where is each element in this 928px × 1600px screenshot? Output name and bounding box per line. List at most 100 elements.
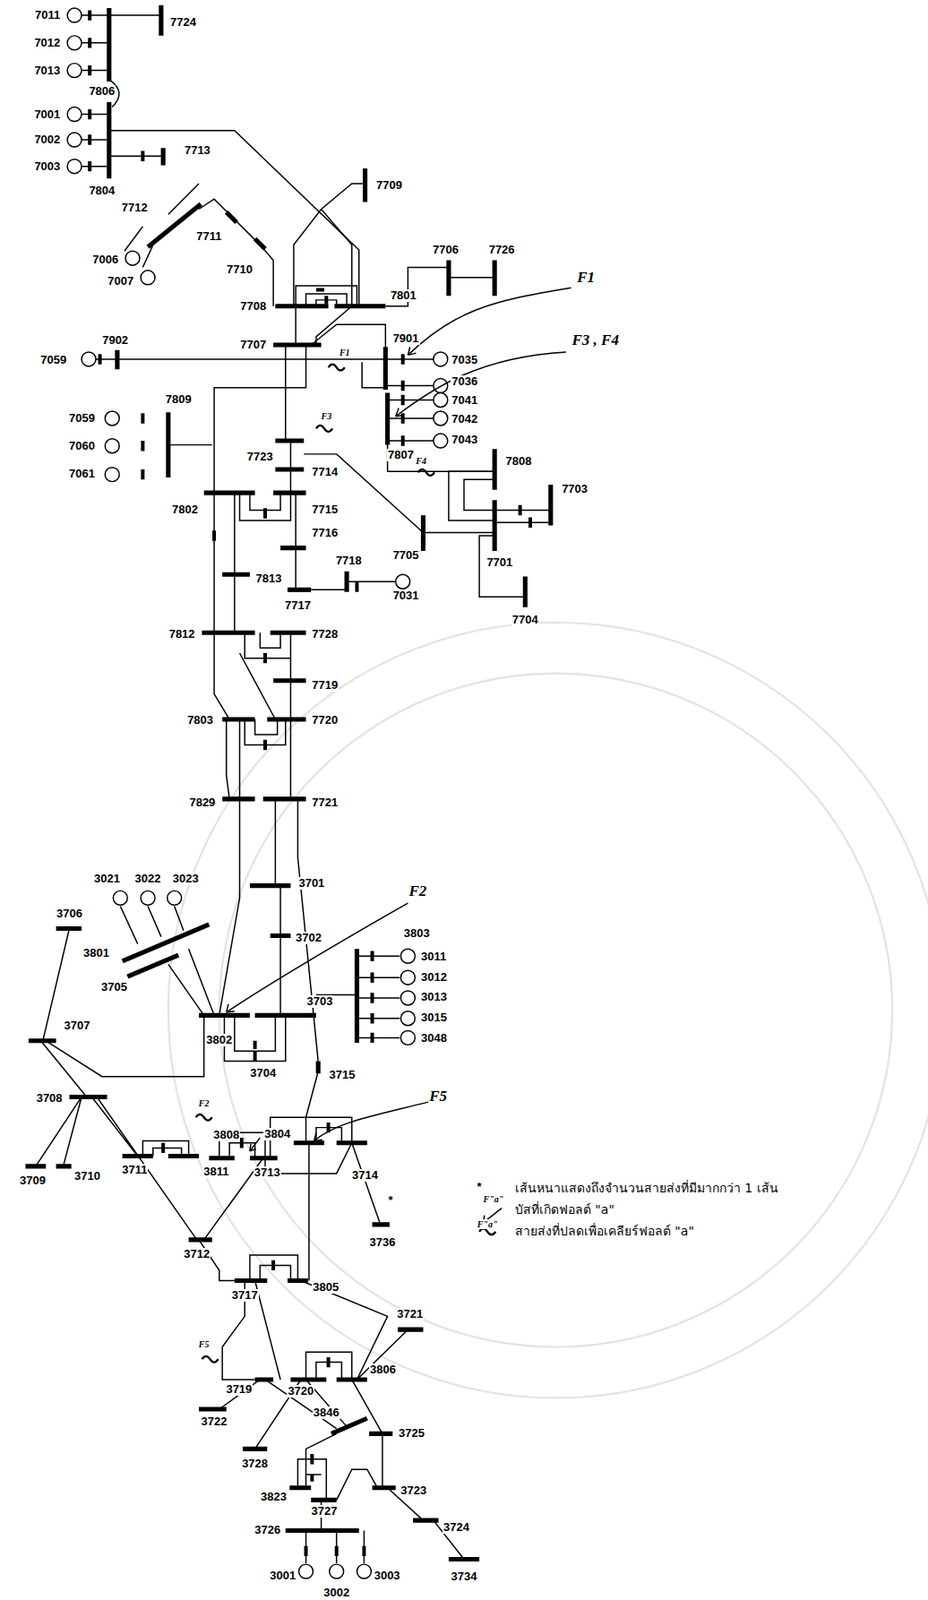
fault-label: F"a" [476,1219,499,1229]
bus-number: 3803 [403,927,431,940]
bus-number: 7043 [450,433,479,447]
bus-number: 3708 [35,1091,64,1105]
bus-number: 7714 [310,465,339,479]
transmission-lines [35,15,551,1564]
fault-label: F3 , F4 [571,332,620,349]
bus-number: 3701 [297,876,326,890]
bus-number: 7808 [505,455,533,468]
fault-label: F5 [197,1339,211,1350]
bus-number: 3720 [286,1384,315,1398]
fault-label: F1 [575,269,596,286]
bus-number: 3714 [351,1168,379,1182]
bus-number: 3706 [55,907,84,920]
bus-number: 7813 [255,572,284,585]
bus-number: 3704 [249,1066,277,1080]
bus-number: 3022 [134,872,163,886]
bus-number: 7716 [310,526,339,540]
bus-number: 7726 [488,243,516,257]
bus-number: 7724 [169,16,198,29]
bus-number: 7710 [225,263,254,276]
fault-markers [196,287,572,1362]
bus-number: 7804 [87,184,116,198]
bus-number: 7041 [450,394,479,407]
bus-number: 7001 [33,108,61,121]
bus-number: 7715 [310,503,339,516]
bus-number: 3048 [420,1031,448,1045]
bus-number: 7012 [33,36,61,50]
bus-number: 7705 [392,549,421,562]
bus-number: 7802 [171,503,199,516]
bus-number: 3002 [322,1586,351,1599]
bus-number: 7723 [246,450,275,464]
bus-number: 7031 [392,589,421,602]
fault-label: F2 [197,1098,211,1109]
bus-number: 7803 [186,713,215,727]
bus-number: 7007 [106,274,135,288]
bus-number: 3808 [212,1128,241,1142]
bus-number: 3015 [420,1011,448,1024]
bus-number: 7806 [87,85,116,98]
bus-number: 3804 [263,1127,292,1141]
bus-number: 7719 [310,678,339,692]
bus-number: 3705 [100,980,129,994]
bus-number: 7006 [91,253,120,267]
bus-number: 7902 [101,334,129,347]
bus-number: 7709 [375,179,404,192]
bus-number: 7013 [33,64,61,78]
bus-number: 7059 [68,412,96,425]
fault-label: F1 [338,347,352,358]
bus-number: 7035 [450,353,479,367]
bus-number: 7829 [188,796,216,809]
bus-number: 3721 [395,1307,424,1321]
bus-number: 7721 [310,796,339,809]
fault-label: F5 [428,1088,448,1105]
bus-number: * [386,1194,394,1207]
bus-number: 7718 [335,554,363,568]
bus-number: * [476,1180,483,1194]
bus-number: 3715 [328,1068,357,1082]
fault-label: F3 [319,411,333,422]
bus-number: 7703 [560,482,589,496]
bus-number: 3013 [420,990,448,1004]
legend-text: สายส่งที่ปลดเพื่อเคลียร์ฟอลต์ "a" [515,1223,695,1239]
bus-number: 3801 [82,946,111,960]
bus-number: 3702 [294,931,323,945]
bus-number: 3802 [205,1033,233,1047]
generators [67,8,448,1579]
bus-number: 7042 [450,412,479,426]
bus-number: 7809 [164,393,193,406]
bus-number: 7901 [392,332,421,345]
bus-number: 3023 [171,872,200,886]
bus-number: 7720 [310,713,339,727]
bus-number: 3713 [253,1166,282,1179]
bus-number: 7712 [120,201,149,215]
bus-number: 7728 [310,627,339,641]
bus-number: 7011 [34,8,61,22]
bus-number: 3805 [311,1280,340,1294]
bus-number: 3806 [369,1363,397,1376]
bus-number: 3823 [259,1490,288,1504]
bus-number: 3728 [240,1457,269,1470]
bus-number: 7717 [283,599,312,612]
bus-number: 3734 [450,1570,479,1583]
bus-number: 7707 [239,338,267,352]
bus-number: 7713 [183,144,212,157]
bus-number: 3003 [373,1569,402,1582]
bus-number: 7706 [431,243,460,257]
bus-bars [25,5,550,1560]
legend-text: เส้นหนาแสดงถึงจำนวนสายส่งที่มีมากกว่า 1 … [515,1180,779,1196]
bus-number: 3719 [224,1383,253,1396]
bus-number: 3724 [442,1520,471,1534]
fault-label: F4 [414,455,428,466]
bus-number: 3846 [312,1406,341,1419]
bus-number: 7036 [450,375,479,388]
bus-number: 3703 [306,995,335,1008]
bus-number: 3726 [253,1523,282,1537]
watermark-seal [168,622,928,1399]
breakers [89,9,531,1556]
bus-number: 7708 [239,300,267,313]
bus-number: 3011 [420,950,447,963]
bus-number: 7059 [39,353,68,367]
